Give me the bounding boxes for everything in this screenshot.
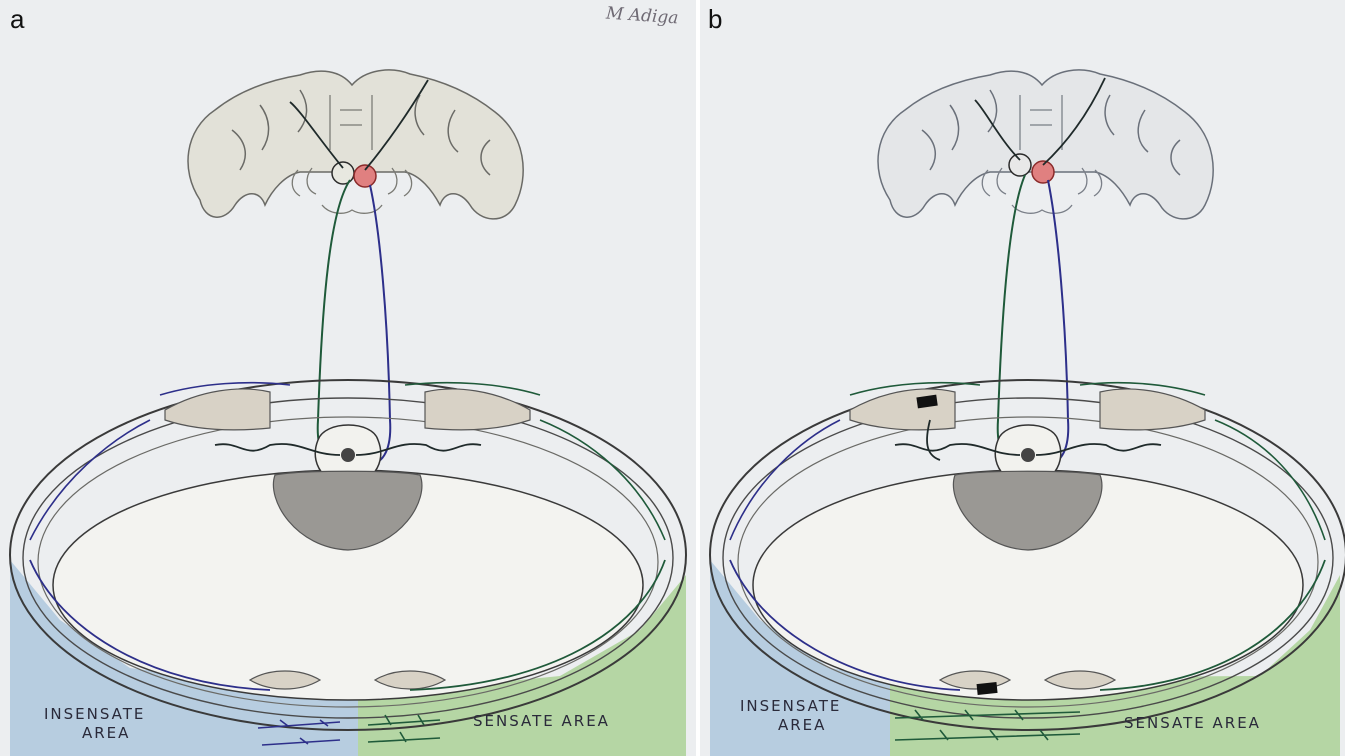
thalamus-right-red (354, 165, 376, 187)
thalamus-left (1009, 154, 1031, 176)
spinal-cord (1021, 448, 1035, 462)
nerve-block-marker-ventral (977, 682, 998, 695)
panel-letter: b (708, 6, 722, 32)
insensate-label-line2: AREA (44, 724, 145, 743)
sensate-area-label: SENSATE AREA (1124, 714, 1261, 733)
panel-letter: a (10, 6, 24, 32)
panel-a: a M Adiga INSENSATE AREA SENSATE AREA (0, 0, 696, 756)
insensate-label-line2: AREA (740, 716, 841, 735)
sensate-area-label: SENSATE AREA (473, 712, 610, 731)
insensate-label-line1: INSENSATE (44, 705, 145, 724)
insensate-area-label: INSENSATE AREA (44, 705, 145, 743)
panel-a-drawing (0, 0, 696, 756)
insensate-area-label: INSENSATE AREA (740, 697, 841, 735)
panel-b-drawing (700, 0, 1345, 756)
spinal-cord (341, 448, 355, 462)
panel-b: b INSENSATE AREA SENSATE AREA (700, 0, 1345, 756)
insensate-label-line1: INSENSATE (740, 697, 841, 716)
